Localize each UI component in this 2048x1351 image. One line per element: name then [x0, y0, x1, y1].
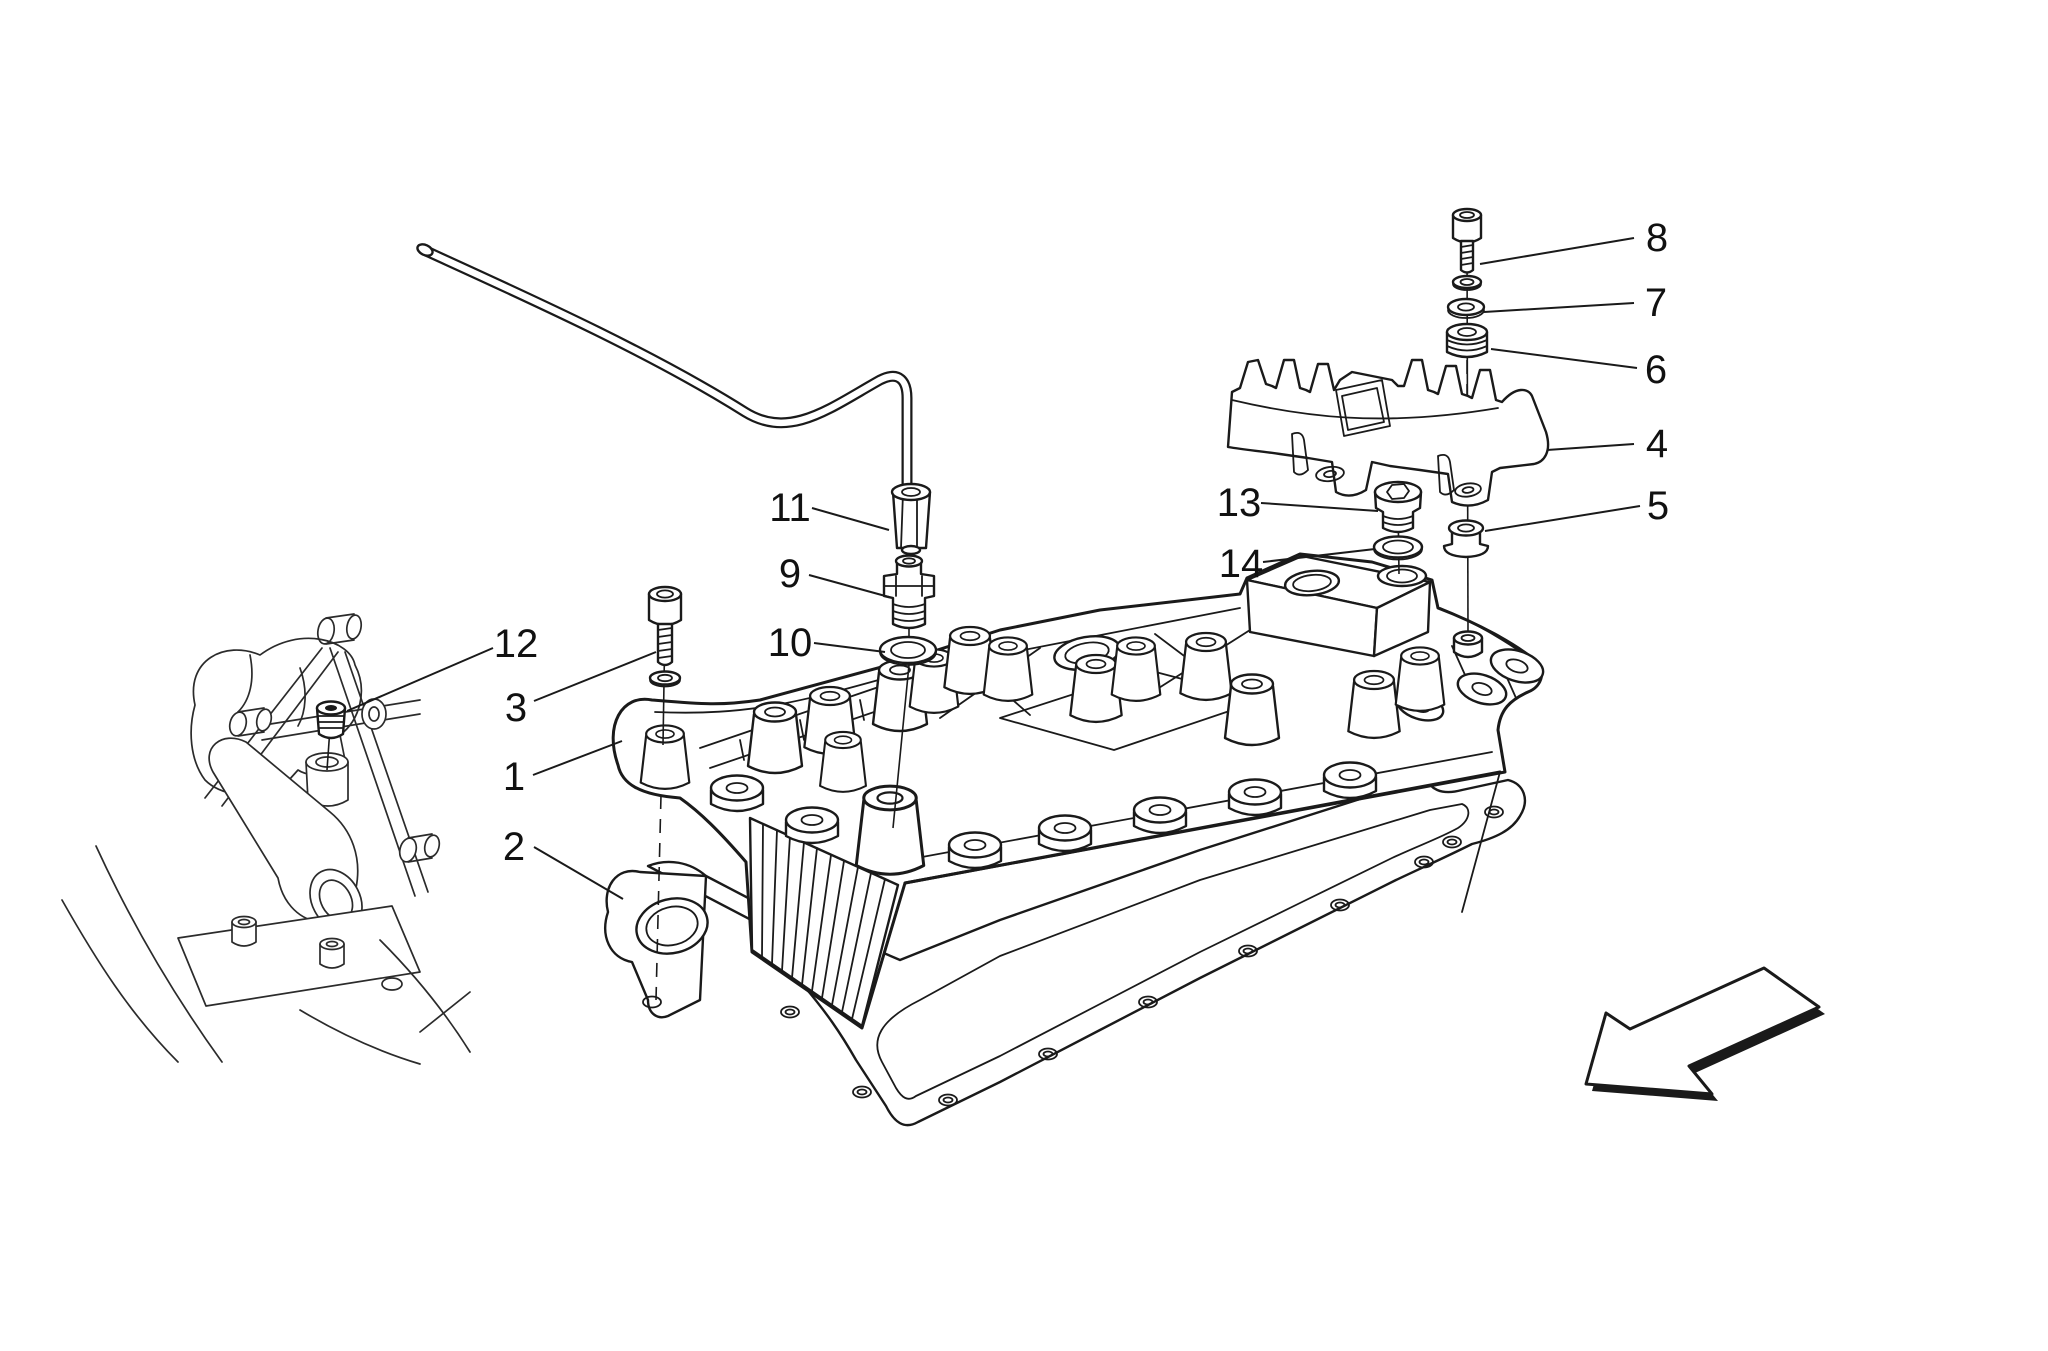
callout-5: 5 — [1484, 484, 1669, 532]
callout-11: 11 — [769, 486, 890, 531]
callout-6: 6 — [1490, 348, 1667, 392]
washer-7 — [1446, 297, 1486, 319]
gasket-bolt-holes — [780, 805, 1504, 1107]
filler-tank — [1245, 554, 1432, 658]
callout-14: 14 — [1219, 542, 1376, 586]
sealing-washer-14 — [1372, 535, 1424, 561]
callout-2-label: 2 — [503, 825, 525, 869]
callout-5-label: 5 — [1647, 484, 1669, 528]
heat-exchanger-body — [611, 552, 1545, 1030]
gasket-ring-opening — [604, 869, 709, 1019]
plug-12 — [315, 700, 347, 740]
callout-3-label: 3 — [505, 686, 527, 730]
callout-13-label: 13 — [1217, 481, 1262, 525]
callout-11-label: 11 — [769, 486, 811, 530]
washer-under-bolt-8 — [1451, 274, 1483, 291]
callout-12-label: 12 — [494, 622, 539, 666]
spacer-5 — [1442, 519, 1490, 559]
callout-1: 1 — [503, 740, 623, 799]
gasket — [604, 776, 1527, 1127]
callout-2: 2 — [503, 825, 624, 900]
sealing-washer-10 — [878, 635, 938, 666]
cooling-fins — [748, 816, 900, 1028]
callout-8-label: 8 — [1646, 216, 1668, 260]
callouts: 1 2 3 4 5 6 7 8 — [346, 216, 1669, 900]
bushing-6 — [1445, 322, 1489, 359]
callout-7: 7 — [1483, 281, 1667, 325]
callout-6-label: 6 — [1645, 348, 1667, 392]
callout-4-label: 4 — [1646, 422, 1668, 466]
callout-13: 13 — [1217, 481, 1379, 525]
callout-7-label: 7 — [1645, 281, 1667, 325]
frame-pivot-bushings — [228, 613, 441, 863]
callout-1-label: 1 — [503, 755, 525, 799]
heat-shield-bracket — [1226, 358, 1550, 507]
mounting-arm — [1395, 607, 1545, 722]
tank-boss — [1376, 564, 1428, 588]
bolt-8 — [1451, 207, 1483, 291]
callout-10: 10 — [768, 621, 886, 665]
callout-14-label: 14 — [1219, 542, 1264, 586]
arm-boss — [1452, 630, 1484, 659]
plug-13 — [1373, 480, 1423, 534]
callout-9: 9 — [779, 552, 890, 598]
washer-under-bolt-3 — [648, 670, 682, 688]
callout-3: 3 — [505, 651, 657, 730]
transmission-assembly-sketch — [61, 613, 471, 1065]
oil-pipe — [416, 243, 932, 556]
direction-arrow-icon — [1584, 966, 1825, 1101]
callout-8: 8 — [1479, 216, 1668, 265]
bolt-3 — [647, 585, 683, 688]
flange-bolts — [231, 915, 403, 991]
callout-10-label: 10 — [768, 621, 813, 665]
callout-9-label: 9 — [779, 552, 801, 596]
callout-12: 12 — [346, 622, 539, 712]
pipe-flare-nut — [890, 482, 932, 556]
union-fitting — [882, 554, 936, 630]
callout-4: 4 — [1546, 422, 1668, 466]
